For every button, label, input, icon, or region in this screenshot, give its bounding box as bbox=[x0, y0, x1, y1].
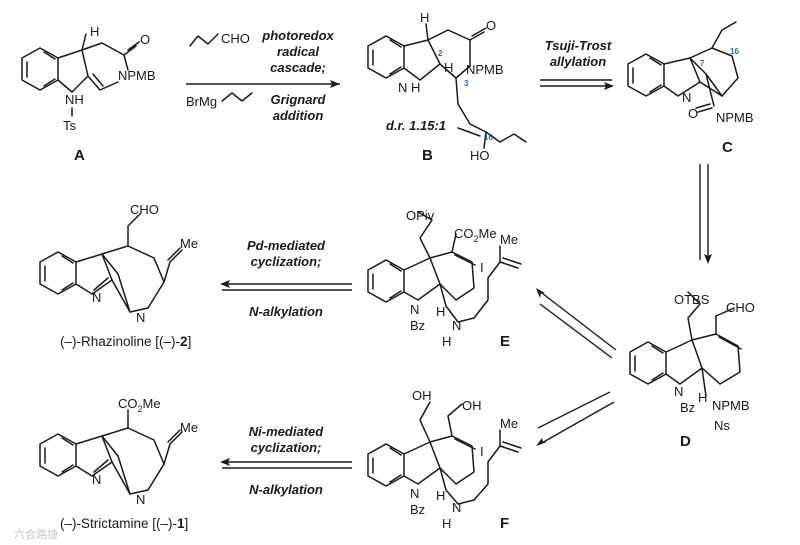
cond-pd-mediated: Pd-mediated bbox=[247, 238, 326, 253]
d-cho: CHO bbox=[726, 300, 755, 315]
step-b-to-c: Tsuji-Trost allylation bbox=[540, 38, 614, 90]
rh-cho: CHO bbox=[130, 202, 159, 217]
a-npmb: NPMB bbox=[118, 68, 156, 83]
d-ns: Ns bbox=[714, 418, 730, 433]
f-nh-n: N bbox=[452, 500, 461, 515]
d-npmb: NPMB bbox=[712, 398, 750, 413]
step-e-to-rhazinoline: Pd-mediated cyclization; N-alkylation bbox=[220, 238, 352, 319]
label-f: F bbox=[500, 515, 509, 532]
cond-addition: addition bbox=[273, 108, 324, 123]
e-co2me: CO2Me bbox=[454, 226, 497, 244]
b-dr: d.r. 1.15:1 bbox=[386, 118, 446, 133]
f-methyl: Me bbox=[500, 416, 518, 431]
c-o: O bbox=[688, 106, 698, 121]
b-locant-2: 2 bbox=[438, 49, 443, 58]
c-npmb: NPMB bbox=[716, 110, 754, 125]
d-otbs: OTBS bbox=[674, 292, 710, 307]
name-strictamine: (–)-Strictamine [(–)-1] bbox=[60, 516, 188, 531]
strictamine-structure: CO2Me Me N N (–)-Strictamine [(–)-1] bbox=[39, 396, 198, 531]
rh-n-quinuclidine: N bbox=[136, 310, 145, 325]
step-a-to-b: CHO photoredox radical cascade; BrMg Gri… bbox=[186, 28, 340, 123]
cond-pd-cyclization: cyclization; bbox=[251, 254, 322, 269]
cond-tsuji-trost: Tsuji-Trost bbox=[545, 38, 612, 53]
rh-n-indolenine: N bbox=[92, 290, 101, 305]
compound-b: H O NPMB N H H 2 3 16 d.r. 1.15:1 HO B bbox=[367, 10, 527, 164]
compound-d: OTBS CHO N Bz H NPMB Ns D bbox=[629, 291, 755, 450]
label-e: E bbox=[500, 333, 510, 350]
b-locant-3: 3 bbox=[464, 79, 469, 88]
st-n-quinuclidine: N bbox=[136, 492, 145, 507]
compound-f: OH OH I Me N Bz H N H F bbox=[367, 388, 522, 532]
st-n-indolenine: N bbox=[92, 472, 101, 487]
cond-ni-mediated: Ni-mediated bbox=[249, 424, 324, 439]
acrolein-cho: CHO bbox=[221, 31, 250, 46]
a-h-atom: H bbox=[90, 24, 99, 39]
st-me: Me bbox=[180, 420, 198, 435]
c-locant-16: 16 bbox=[730, 47, 739, 56]
compound-a: H O NPMB NH Ts A bbox=[21, 24, 156, 164]
b-indoline-n: N bbox=[398, 80, 407, 95]
name-rhazinoline: (–)-Rhazinoline [(–)-2] bbox=[60, 334, 191, 349]
e-opiv: OPiv bbox=[406, 208, 435, 223]
e-bz: Bz bbox=[410, 318, 425, 333]
label-d: D bbox=[680, 433, 691, 450]
e-nh-h: H bbox=[442, 334, 451, 349]
cond-cascade: cascade; bbox=[270, 60, 326, 75]
cond-allylation: allylation bbox=[550, 54, 606, 69]
cond-ni-cyclization: cyclization; bbox=[251, 440, 322, 455]
e-nh-n: N bbox=[452, 318, 461, 333]
grignard-brmg: BrMg bbox=[186, 94, 217, 109]
c-locant-7: 7 bbox=[700, 59, 705, 68]
watermark: 六合路捷 bbox=[14, 527, 58, 541]
a-carbonyl-o: O bbox=[140, 32, 150, 47]
a-nh: NH bbox=[65, 92, 84, 107]
cond-ni-n-alkylation: N-alkylation bbox=[249, 482, 323, 497]
st-co2me: CO2Me bbox=[118, 396, 161, 414]
b-ho: HO bbox=[470, 148, 490, 163]
f-h: H bbox=[436, 488, 445, 503]
compound-c: N O NPMB 7 16 C bbox=[627, 21, 754, 156]
b-locant-16: 16 bbox=[484, 133, 493, 142]
cond-photoredox: photoredox bbox=[261, 28, 334, 43]
f-nh-h: H bbox=[442, 516, 451, 531]
d-n: N bbox=[674, 384, 683, 399]
d-bz: Bz bbox=[680, 400, 695, 415]
cond-grignard: Grignard bbox=[271, 92, 327, 107]
c-indolenine-n: N bbox=[682, 90, 691, 105]
compound-e: OPiv CO2Me I Me N Bz H N H E bbox=[367, 208, 522, 350]
cond-pd-n-alkylation: N-alkylation bbox=[249, 304, 323, 319]
f-iodine: I bbox=[480, 444, 484, 459]
label-a: A bbox=[74, 147, 85, 164]
f-bz: Bz bbox=[410, 502, 425, 517]
b-h-atom: H bbox=[420, 10, 429, 25]
b-carbonyl-o: O bbox=[486, 18, 496, 33]
f-oh-1: OH bbox=[412, 388, 432, 403]
step-c-to-d bbox=[699, 164, 712, 264]
e-h: H bbox=[436, 304, 445, 319]
cond-radical: radical bbox=[277, 44, 319, 59]
label-c: C bbox=[722, 139, 733, 156]
f-n: N bbox=[410, 486, 419, 501]
rh-me: Me bbox=[180, 236, 198, 251]
f-oh-2: OH bbox=[462, 398, 482, 413]
e-n: N bbox=[410, 302, 419, 317]
rhazinoline-structure: CHO Me N N (–)-Rhazinoline [(–)-2] bbox=[39, 202, 198, 349]
e-methyl: Me bbox=[500, 232, 518, 247]
e-iodine: I bbox=[480, 260, 484, 275]
b-npmb: NPMB bbox=[466, 62, 504, 77]
step-f-to-strictamine: Ni-mediated cyclization; N-alkylation bbox=[220, 424, 352, 497]
a-ts: Ts bbox=[63, 118, 77, 133]
label-b: B bbox=[422, 147, 433, 164]
step-d-to-f bbox=[536, 391, 615, 446]
d-h: H bbox=[698, 390, 707, 405]
b-indoline-h: H bbox=[411, 80, 420, 95]
b-h3: H bbox=[444, 60, 453, 75]
step-d-to-e bbox=[536, 288, 617, 359]
